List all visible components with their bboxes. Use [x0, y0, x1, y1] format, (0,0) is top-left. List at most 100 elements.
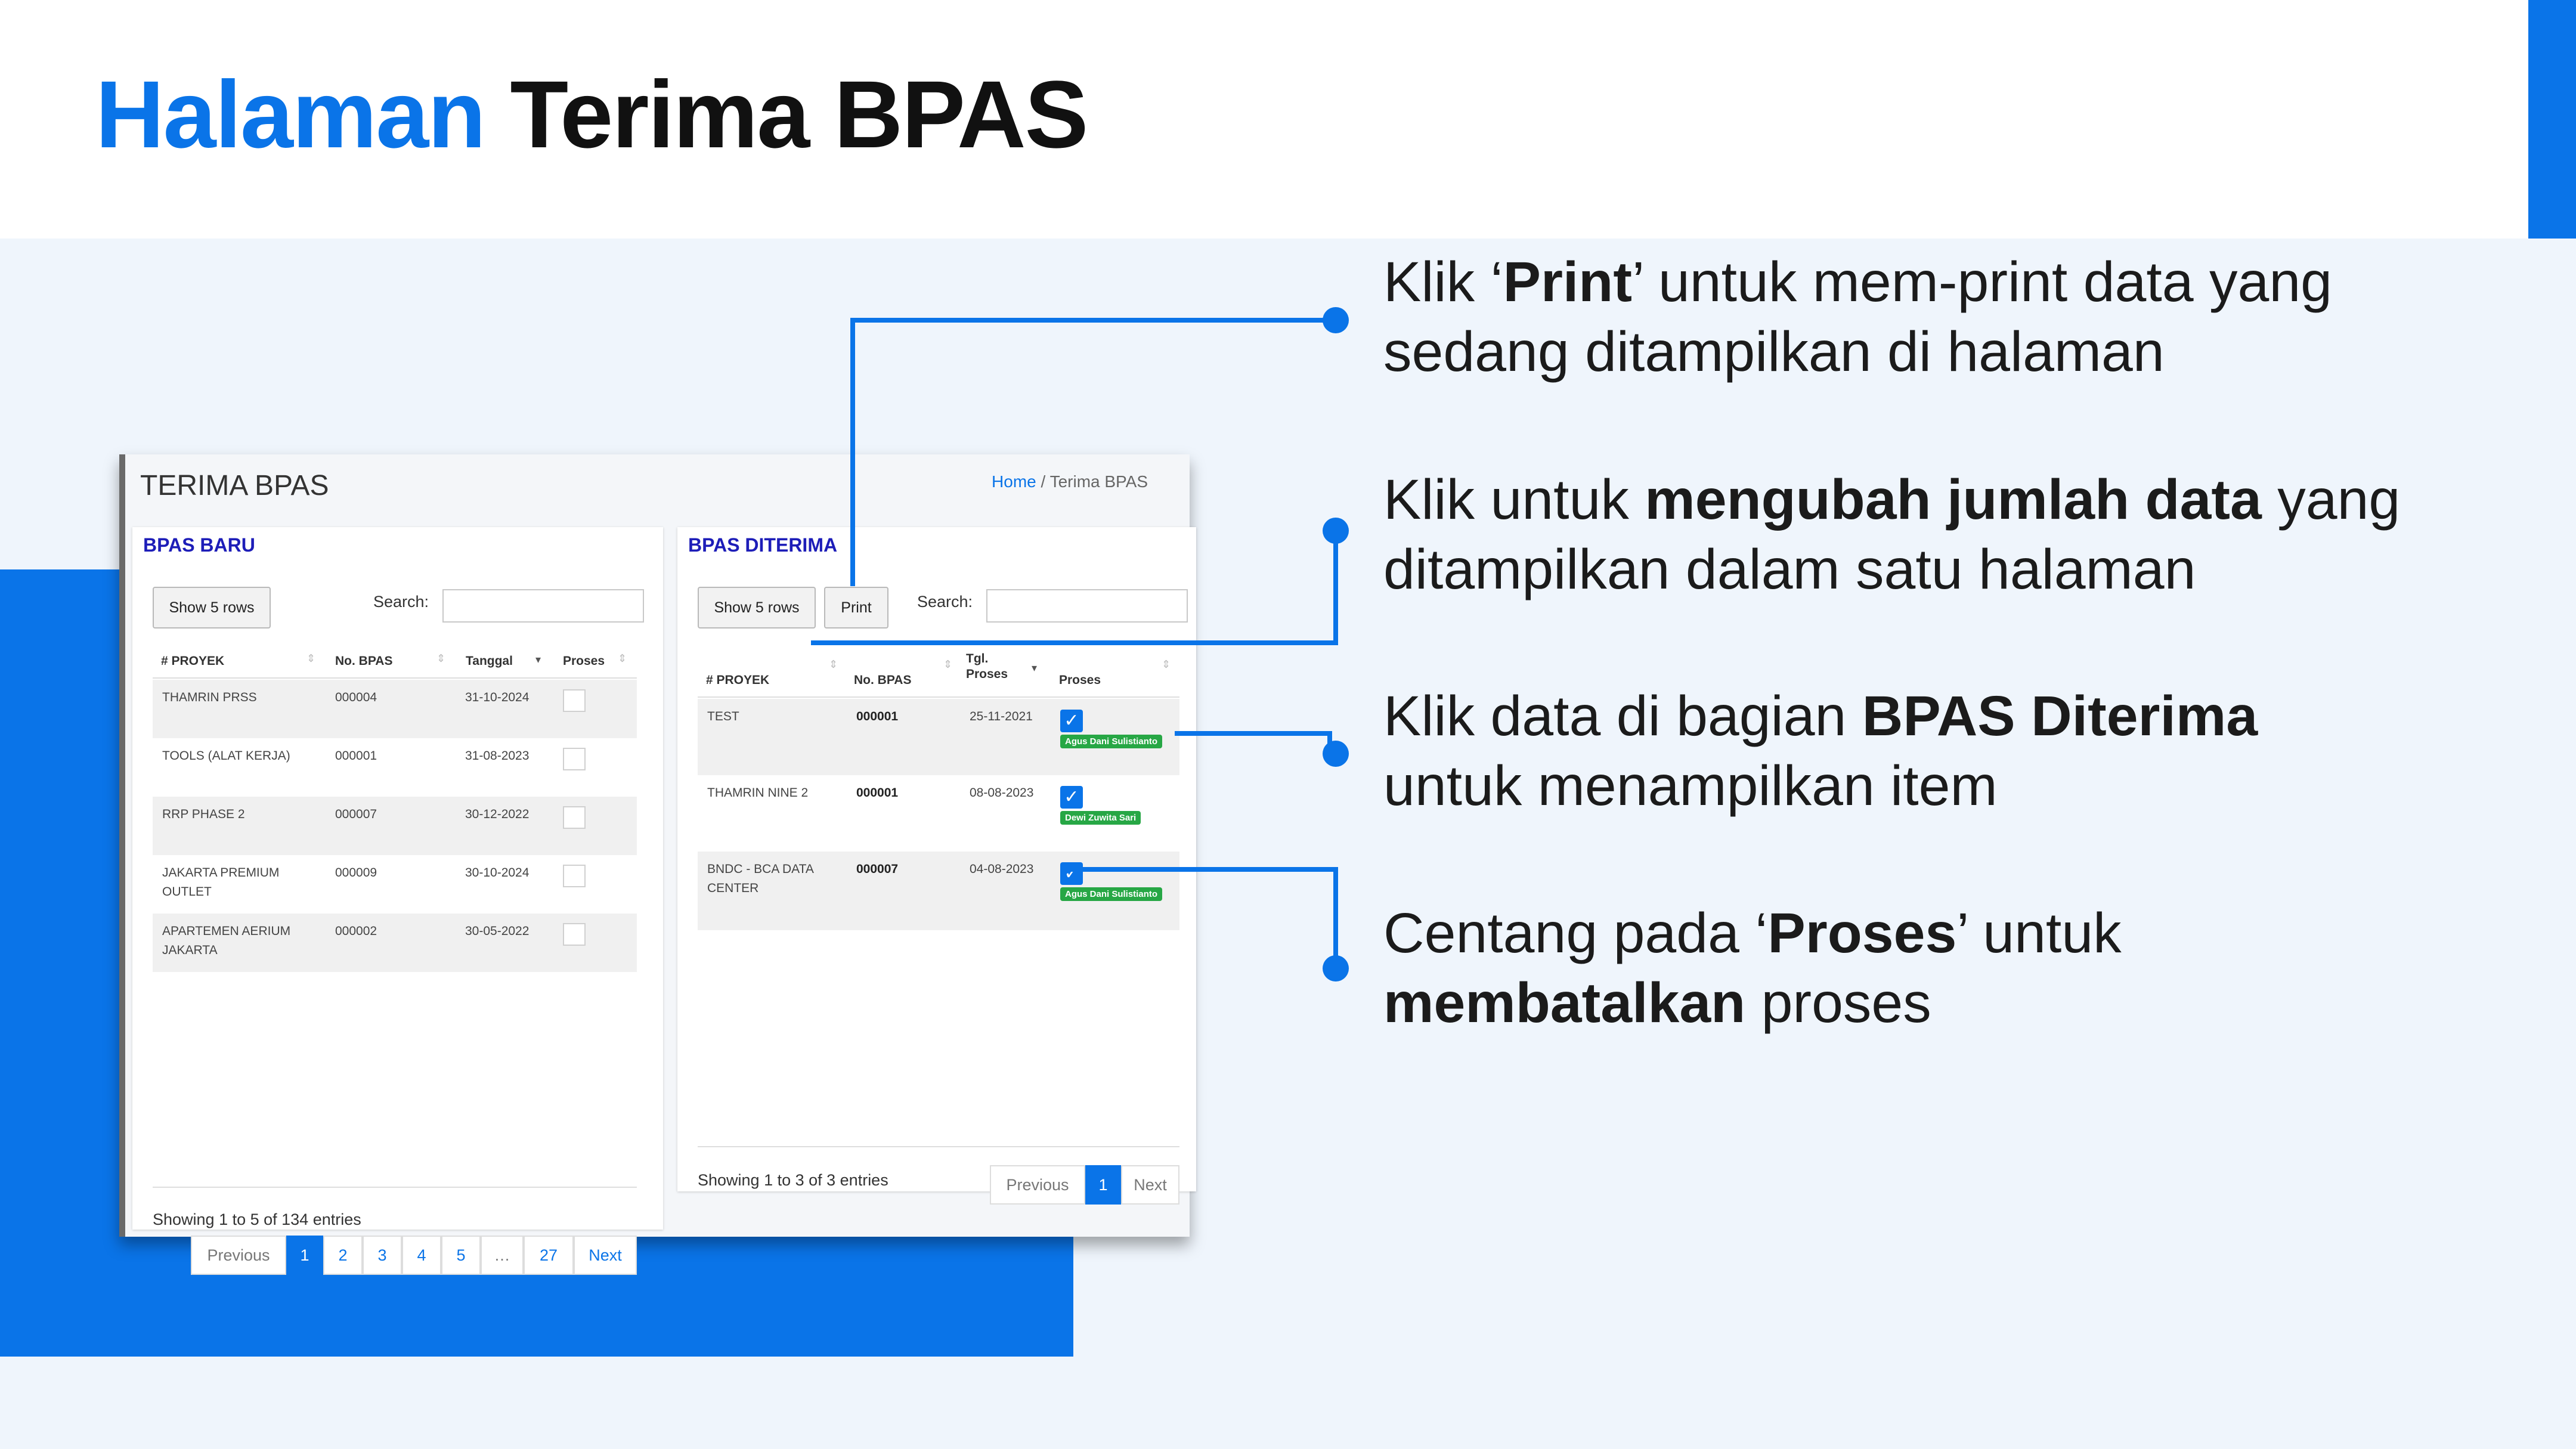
callout-text: Klik ‘ — [1383, 250, 1503, 314]
cell-no-bpas: 000001 — [856, 710, 899, 723]
table-row[interactable]: THAMRIN NINE 2 000001 08-08-2023 ✓ Dewi … — [698, 775, 1179, 852]
breadcrumb: Home / Terima BPAS — [992, 472, 1148, 491]
proses-checkbox-checked[interactable]: ✓ — [1060, 786, 1083, 809]
callout-text: ’ untuk — [1956, 902, 2122, 965]
cell-no-bpas: 000002 — [335, 924, 377, 938]
card-title: BPAS BARU — [143, 534, 255, 556]
pagination-next[interactable]: Next — [574, 1236, 637, 1275]
callout-line: Klik ‘Print’ untuk mem-print data yang — [1383, 247, 2516, 317]
header-divider — [698, 696, 1179, 698]
cell-proyek-line: OUTLET — [162, 885, 212, 899]
search-input[interactable] — [986, 589, 1188, 623]
sort-icon[interactable]: ⇕ — [306, 652, 316, 664]
sort-icon[interactable]: ⇕ — [618, 652, 627, 664]
cell-no-bpas: 000001 — [856, 786, 899, 800]
sort-icon[interactable]: ⇕ — [943, 658, 953, 670]
sort-icon[interactable]: ⇕ — [829, 658, 838, 670]
bpas-diterima-card: BPAS DITERIMA Show 5 rows Print Search: … — [677, 527, 1196, 1205]
column-header[interactable]: # PROYEK — [161, 654, 225, 668]
user-badge: Agus Dani Sulistianto — [1060, 887, 1163, 901]
table-row[interactable]: JAKARTA PREMIUM OUTLET 000009 30-10-2024 — [153, 855, 637, 914]
cell-no-bpas: 000009 — [335, 866, 377, 880]
search-input[interactable] — [442, 589, 644, 623]
proses-checkbox-checked[interactable]: ✓ — [1060, 862, 1083, 885]
column-header[interactable]: No. BPAS — [854, 673, 912, 687]
callout-print: Klik ‘Print’ untuk mem-print data yang s… — [1383, 247, 2516, 387]
pagination-page[interactable]: 5 — [441, 1236, 481, 1275]
callout-line: Centang pada ‘Proses’ untuk — [1383, 899, 2516, 968]
cell-no-bpas: 000007 — [335, 807, 377, 821]
show-rows-button[interactable]: Show 5 rows — [698, 587, 816, 628]
connector-line-rows — [1333, 531, 1338, 645]
connector-line-rows — [811, 640, 1338, 645]
table-row[interactable]: THAMRIN PRSS 000004 31-10-2024 — [153, 680, 637, 738]
callout-proses: Centang pada ‘Proses’ untuk membatalkan … — [1383, 899, 2516, 1038]
slide-title-highlight: Halaman — [95, 61, 486, 168]
breadcrumb-home[interactable]: Home — [992, 472, 1036, 491]
entries-info: Showing 1 to 3 of 3 entries — [698, 1171, 888, 1189]
pagination-next[interactable]: Next — [1121, 1165, 1179, 1205]
table-row[interactable]: APARTEMEN AERIUM JAKARTA 000002 30-05-20… — [153, 914, 637, 972]
proses-checkbox[interactable] — [563, 923, 586, 946]
callout-bold: membatalkan — [1383, 971, 1746, 1035]
connector-line-data — [1175, 731, 1331, 736]
footer-divider — [153, 1187, 637, 1188]
pagination-previous[interactable]: Previous — [191, 1236, 286, 1275]
proses-checkbox-checked[interactable]: ✓ — [1060, 710, 1083, 732]
callout-line: ditampilkan dalam satu halaman — [1383, 538, 2196, 601]
pagination-page[interactable]: 1 — [286, 1236, 323, 1275]
cell-no-bpas: 000001 — [335, 749, 377, 763]
pagination-page[interactable]: 27 — [524, 1236, 574, 1275]
cell-proyek-line: APARTEMEN AERIUM — [162, 924, 291, 938]
callout-text: proses — [1745, 971, 1931, 1035]
table-row[interactable]: TOOLS (ALAT KERJA) 000001 31-08-2023 — [153, 738, 637, 797]
proses-checkbox[interactable] — [563, 806, 586, 829]
sort-desc-icon[interactable]: ▾ — [535, 654, 541, 665]
breadcrumb-separator: / — [1041, 472, 1046, 491]
proses-checkbox[interactable] — [563, 865, 586, 887]
cell-tgl-proses: 25-11-2021 — [970, 710, 1033, 723]
table-row[interactable]: BNDC - BCA DATA CENTER 000007 04-08-2023… — [698, 852, 1179, 930]
callout-bold: Proses — [1767, 902, 1957, 965]
table-row[interactable]: RRP PHASE 2 000007 30-12-2022 — [153, 797, 637, 855]
show-rows-button[interactable]: Show 5 rows — [153, 587, 271, 628]
pagination-page[interactable]: 3 — [363, 1236, 402, 1275]
cell-no-bpas: 000007 — [856, 862, 899, 876]
table-row[interactable]: TEST 000001 25-11-2021 ✓ Agus Dani Sulis… — [698, 699, 1179, 775]
pagination-page[interactable]: 4 — [402, 1236, 441, 1275]
pagination-previous[interactable]: Previous — [990, 1165, 1085, 1205]
cell-tanggal: 30-10-2024 — [465, 866, 530, 880]
cell-proyek: THAMRIN NINE 2 — [707, 786, 809, 800]
sort-desc-icon[interactable]: ▾ — [1032, 662, 1038, 674]
cell-proyek: BNDC - BCA DATA CENTER — [707, 860, 814, 898]
user-badge: Dewi Zuwita Sari — [1060, 811, 1141, 825]
pagination-page[interactable]: 2 — [323, 1236, 363, 1275]
proses-checkbox[interactable] — [563, 689, 586, 712]
column-header[interactable]: # PROYEK — [706, 673, 770, 687]
connector-dot — [1323, 518, 1349, 544]
pagination-ellipsis: … — [481, 1236, 524, 1275]
pagination-page[interactable]: 1 — [1085, 1165, 1121, 1205]
sort-icon[interactable]: ⇕ — [436, 652, 446, 664]
column-header[interactable]: Tgl. Proses — [966, 651, 1008, 682]
print-button[interactable]: Print — [824, 587, 888, 628]
callout-line: membatalkan proses — [1383, 968, 2516, 1038]
slide-title: Halaman Terima BPAS — [95, 60, 1088, 169]
column-header[interactable]: Proses — [563, 654, 605, 668]
callout-text: Centang pada ‘ — [1383, 902, 1768, 965]
column-header[interactable]: Proses — [1059, 673, 1101, 687]
connector-line-print — [850, 318, 855, 586]
cell-proyek-line: BNDC - BCA DATA — [707, 862, 814, 876]
cell-tgl-proses: 08-08-2023 — [970, 786, 1034, 800]
proses-checkbox[interactable] — [563, 748, 586, 770]
breadcrumb-current: Terima BPAS — [1049, 472, 1148, 491]
column-header[interactable]: No. BPAS — [335, 654, 393, 668]
cell-proyek-line: CENTER — [707, 881, 759, 895]
callout-text: Klik data di bagian — [1383, 685, 1862, 748]
cell-tanggal: 31-10-2024 — [465, 691, 530, 704]
connector-line-proses — [1333, 867, 1338, 968]
callout-bold: mengubah jumlah data — [1645, 468, 2262, 531]
connector-dot — [1323, 307, 1349, 333]
column-header[interactable]: Tanggal — [466, 654, 513, 668]
sort-icon[interactable]: ⇕ — [1162, 658, 1171, 670]
